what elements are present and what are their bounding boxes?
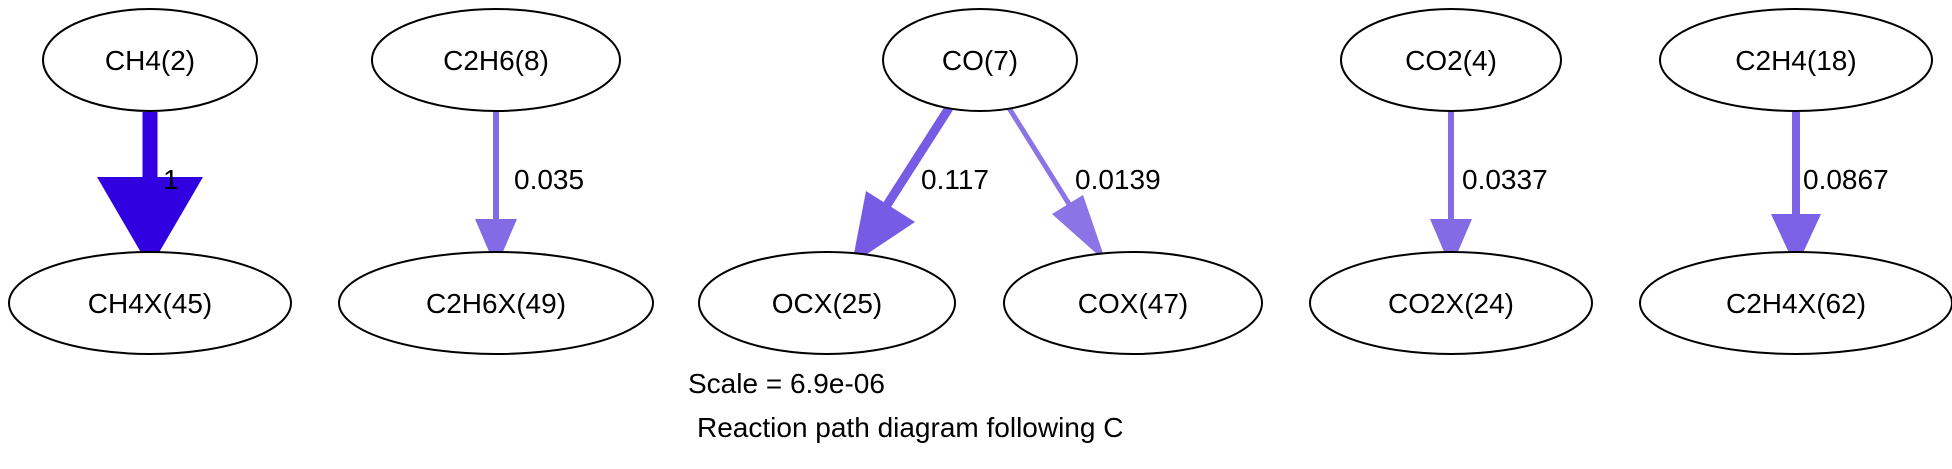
node-label-c2h6: C2H6(8): [443, 45, 549, 76]
node-label-cox: COX(47): [1078, 288, 1188, 319]
node-label-co2: CO2(4): [1405, 45, 1497, 76]
edge-co2-to-co2x: 0.0337: [1430, 112, 1548, 268]
node-ch4: CH4(2): [42, 8, 258, 112]
node-c2h4: C2H4(18): [1659, 8, 1933, 112]
node-label-ch4x: CH4X(45): [88, 288, 212, 319]
node-co2: CO2(4): [1340, 8, 1562, 112]
node-label-c2h4x: C2H4X(62): [1726, 288, 1866, 319]
node-label-c2h6x: C2H6X(49): [426, 288, 566, 319]
node-label-c2h4: C2H4(18): [1735, 45, 1856, 76]
node-c2h6x: C2H6X(49): [338, 251, 654, 355]
edge-label-c2h6-to-c2h6x: 0.035: [514, 164, 584, 195]
edge-c2h4-to-c2h4x: 0.0867: [1771, 112, 1889, 268]
node-label-co2x: CO2X(24): [1388, 288, 1514, 319]
node-co: CO(7): [882, 8, 1078, 112]
edge-label-co2-to-co2x: 0.0337: [1462, 164, 1548, 195]
node-cox: COX(47): [1003, 251, 1263, 355]
node-ocx: OCX(25): [698, 251, 956, 355]
edge-label-c2h4-to-c2h4x: 0.0867: [1803, 164, 1889, 195]
diagram-scale: Scale = 6.9e-06: [688, 368, 885, 399]
edge-ch4-to-ch4x: 1: [97, 112, 203, 268]
node-ch4x: CH4X(45): [8, 251, 292, 355]
edge-label-ch4-to-ch4x: 1: [163, 164, 179, 195]
edge-label-co-to-ocx: 0.117: [921, 164, 989, 195]
node-label-ocx: OCX(25): [772, 288, 882, 319]
diagram-title: Reaction path diagram following C: [697, 412, 1123, 443]
node-label-ch4: CH4(2): [105, 45, 195, 76]
node-co2x: CO2X(24): [1309, 251, 1593, 355]
edge-co-to-cox: 0.0139: [1006, 106, 1161, 262]
node-c2h6: C2H6(8): [371, 8, 621, 112]
edge-c2h6-to-c2h6x: 0.035: [475, 112, 584, 268]
node-c2h4x: C2H4X(62): [1639, 251, 1952, 355]
edge-label-co-to-cox: 0.0139: [1075, 164, 1161, 195]
edge-co-to-ocx: 0.117: [852, 105, 989, 264]
node-label-co: CO(7): [942, 45, 1018, 76]
